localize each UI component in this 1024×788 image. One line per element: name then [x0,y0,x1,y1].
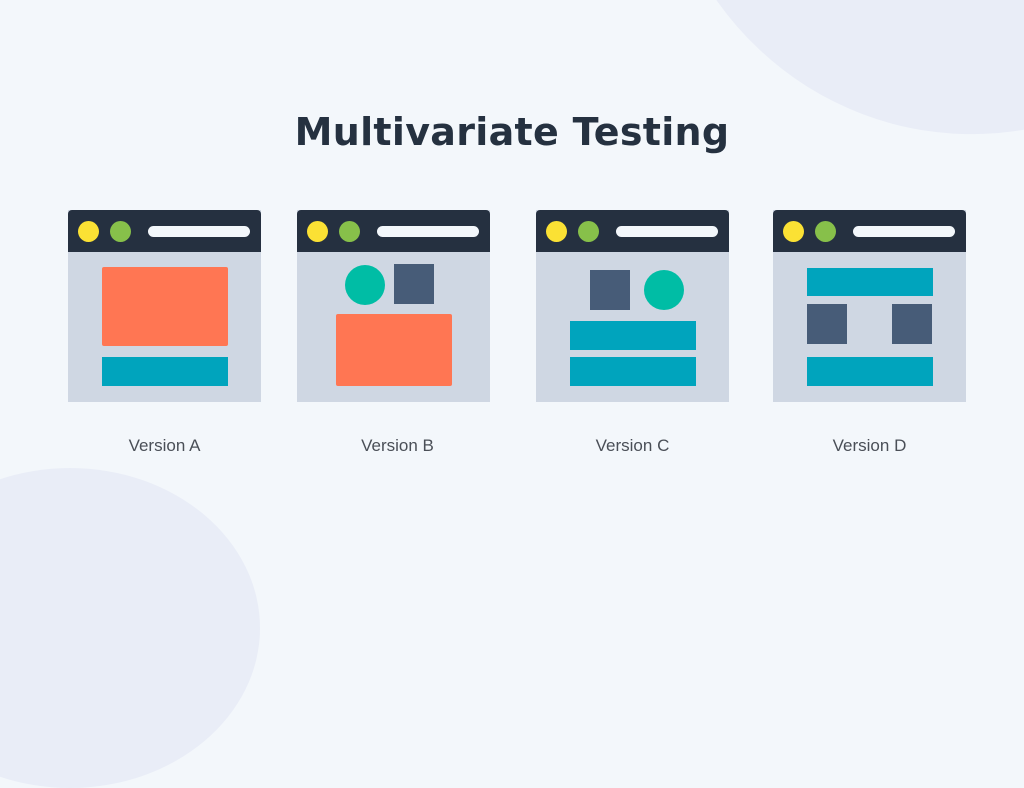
green-dot-icon [339,221,360,242]
yellow-dot-icon [78,221,99,242]
green-circle [644,270,684,310]
window-titlebar [773,210,966,252]
browser-window-version-a [68,210,261,402]
yellow-dot-icon [307,221,328,242]
green-circle [345,265,385,305]
green-dot-icon [815,221,836,242]
address-bar [148,226,250,237]
address-bar [377,226,479,237]
version-d-label: Version D [832,436,907,455]
green-dot-icon [578,221,599,242]
yellow-dot-icon [546,221,567,242]
navy-square [892,304,932,344]
window-titlebar [297,210,490,252]
navy-square [590,270,630,310]
orange-block [336,314,452,386]
teal-bar [570,321,696,350]
page-title: Multivariate Testing [294,110,730,154]
browser-window-version-b [297,210,490,402]
address-bar [616,226,718,237]
yellow-dot-icon [783,221,804,242]
version-b-label: Version B [361,436,434,455]
orange-block [102,267,228,346]
address-bar [853,226,955,237]
window-titlebar [68,210,261,252]
version-a-label: Version A [128,436,201,455]
navy-square [394,264,434,304]
window-titlebar [536,210,729,252]
navy-square [807,304,847,344]
teal-bar [102,357,228,386]
version-c-label: Version C [595,436,670,455]
browser-window-version-c [536,210,729,402]
background-blob-bottom-left [0,468,260,788]
teal-bar [807,357,933,386]
green-dot-icon [110,221,131,242]
browser-window-version-d [773,210,966,402]
teal-bar [570,357,696,386]
teal-bar [807,268,933,296]
